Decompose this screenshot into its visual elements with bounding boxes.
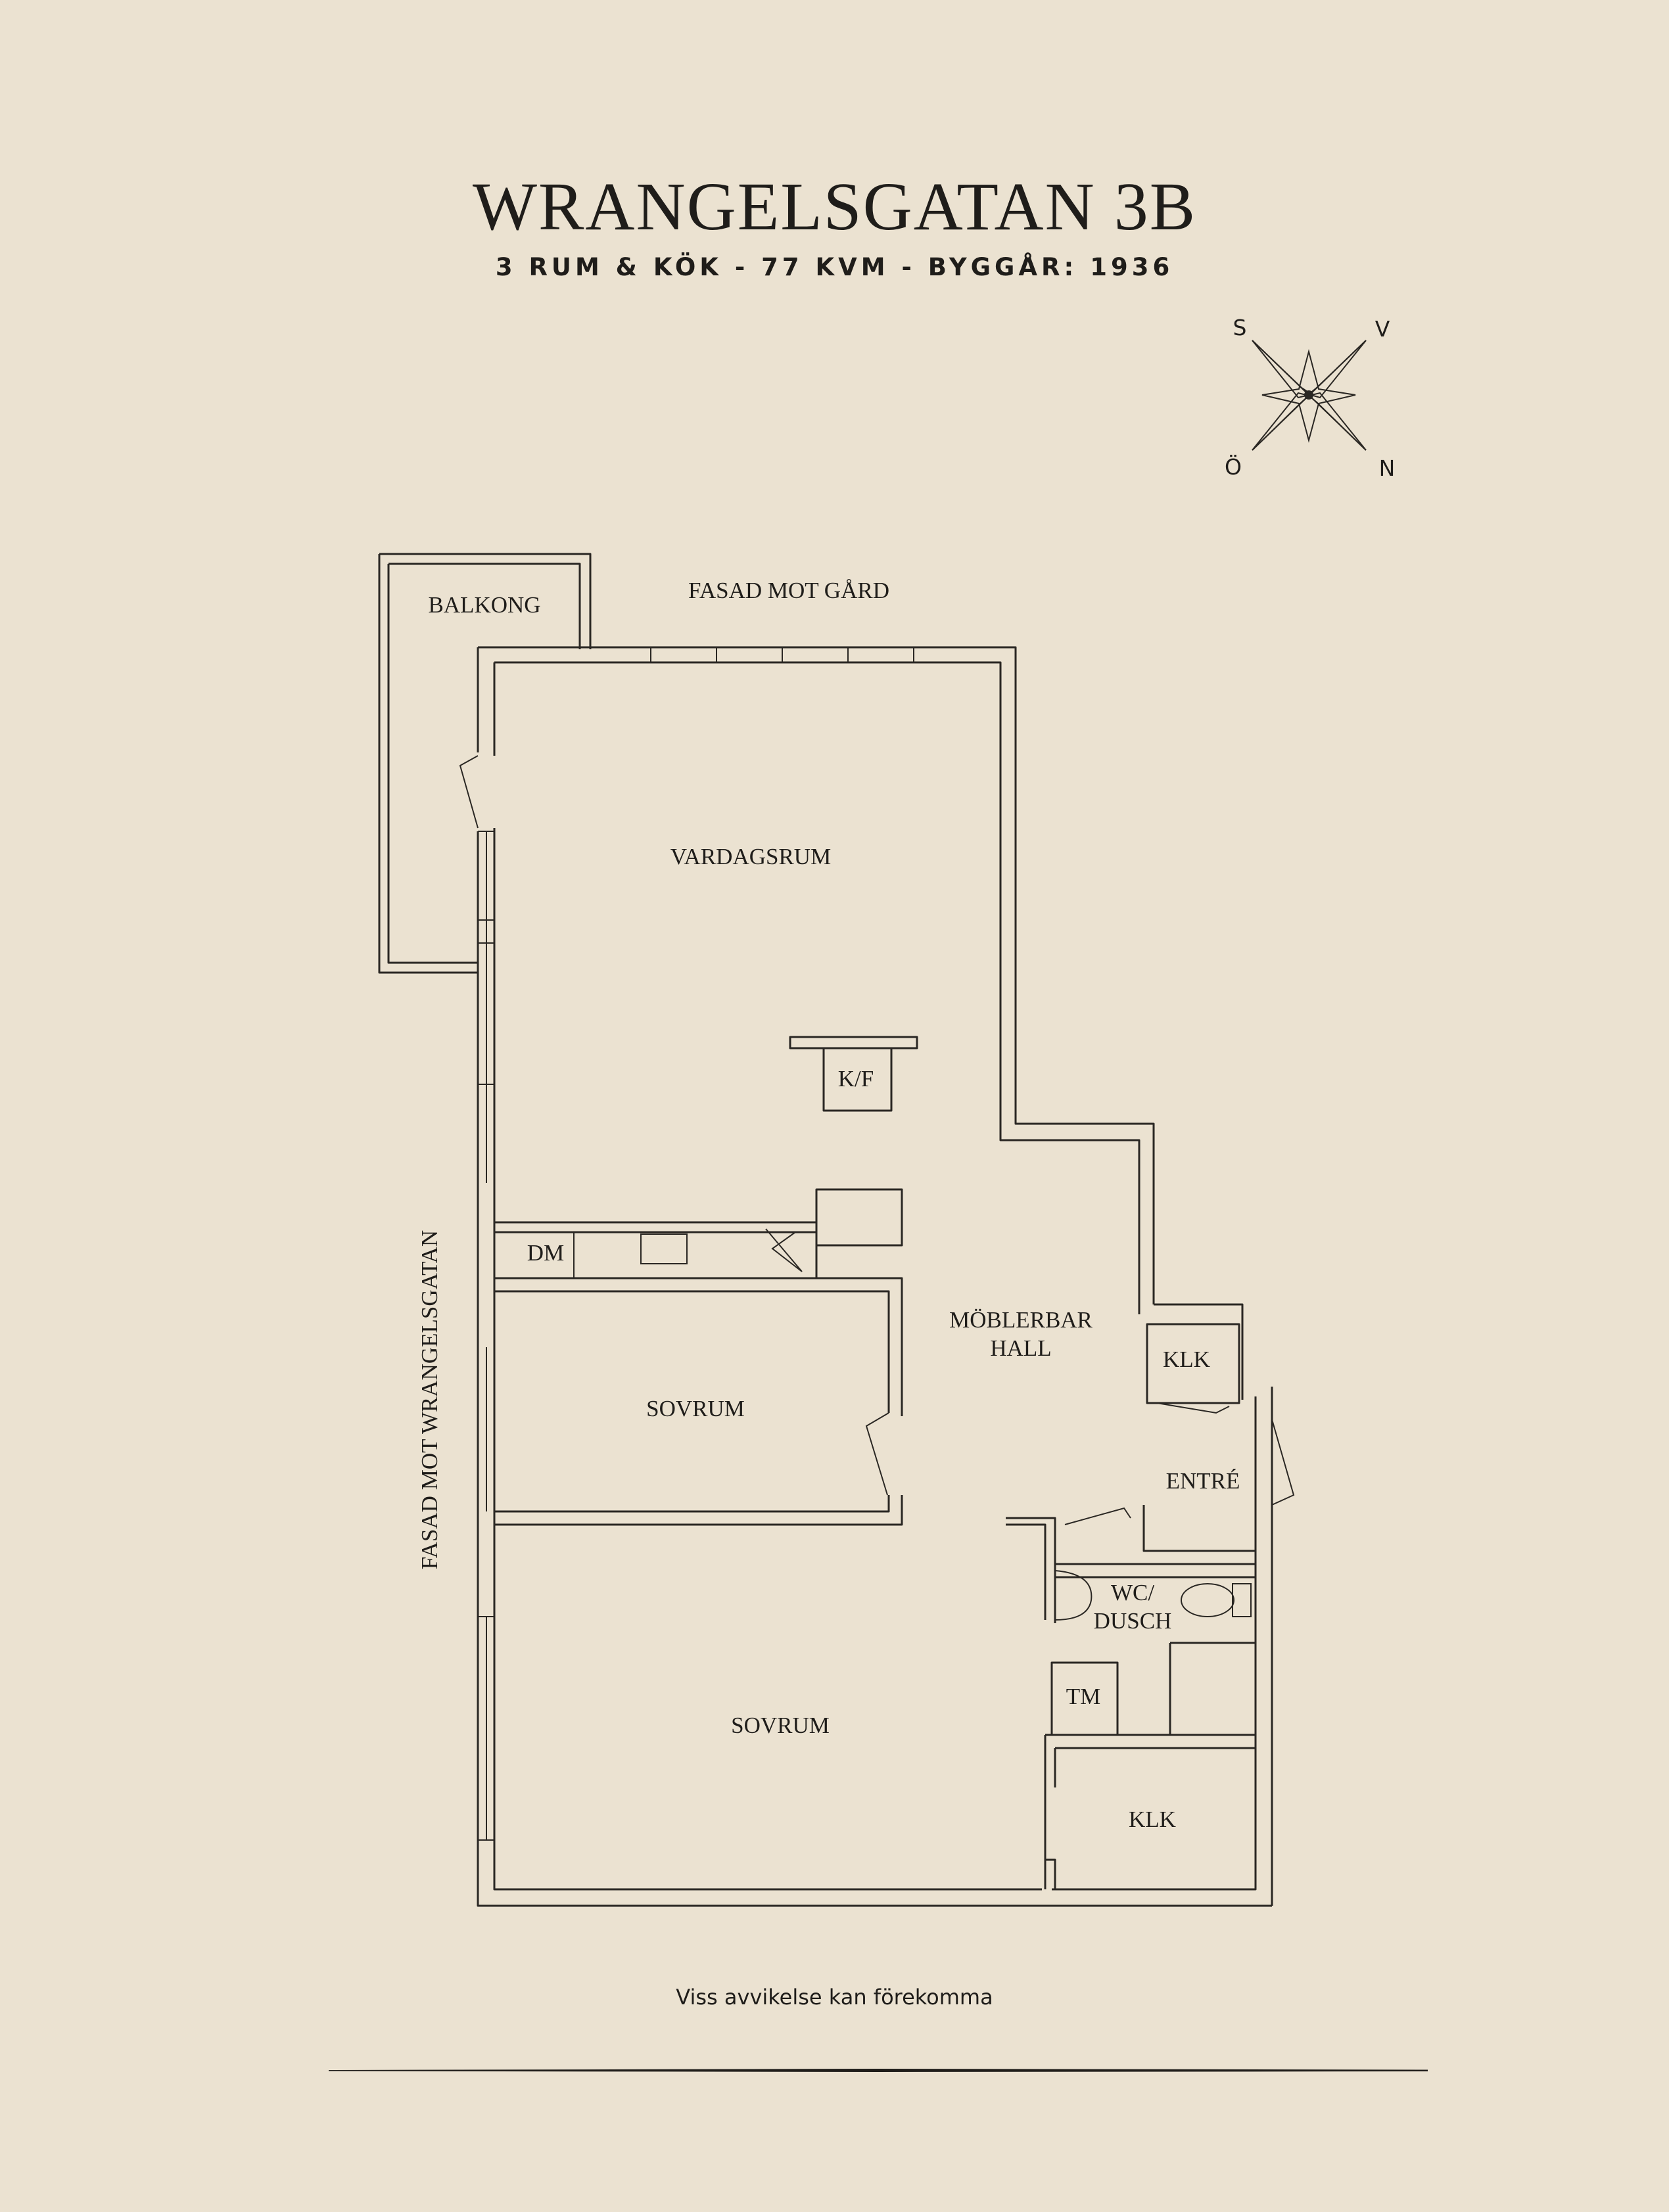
entry-closet-label: KLK	[1163, 1347, 1210, 1372]
living-room-label: VARDAGSRUM	[670, 844, 831, 869]
compass-north-label: N	[1379, 455, 1396, 481]
outer-walls	[378, 553, 1295, 1907]
street-facade-label: FASAD MOT WRANGELSGATAN	[417, 1230, 442, 1569]
compass-west-label: V	[1375, 316, 1390, 342]
bedroom-2-label: SOVRUM	[731, 1713, 830, 1738]
washer-label: TM	[1066, 1684, 1101, 1709]
courtyard-facade-label: FASAD MOT GÅRD	[688, 578, 889, 603]
interior-walls	[493, 1036, 1256, 1889]
bottom-divider	[329, 2069, 1428, 2072]
dishwasher-label: DM	[527, 1240, 564, 1266]
compass-south-label: S	[1233, 315, 1247, 340]
bedroom-1-label: SOVRUM	[646, 1396, 745, 1421]
page-title: WRANGELSGATAN 3B	[472, 169, 1197, 244]
balcony-label: BALKONG	[428, 592, 540, 618]
property-summary: 3 RUM & KÖK - 77 KVM - BYGGÅR: 1936	[495, 253, 1174, 281]
fridge-freezer-label: K/F	[838, 1066, 874, 1092]
compass-rose-icon	[1252, 340, 1367, 451]
hall-label-line2: HALL	[990, 1335, 1051, 1361]
entrance-label: ENTRÉ	[1166, 1468, 1240, 1494]
hall-label-line1: MÖBLERBAR	[949, 1307, 1093, 1333]
bathroom-label-line1: WC/	[1111, 1580, 1154, 1605]
bathroom-label-line2: DUSCH	[1094, 1608, 1172, 1634]
compass-east-label: Ö	[1225, 453, 1242, 480]
bedroom-closet-label: KLK	[1129, 1807, 1176, 1832]
disclaimer-note: Viss avvikelse kan förekomma	[676, 1985, 993, 2010]
